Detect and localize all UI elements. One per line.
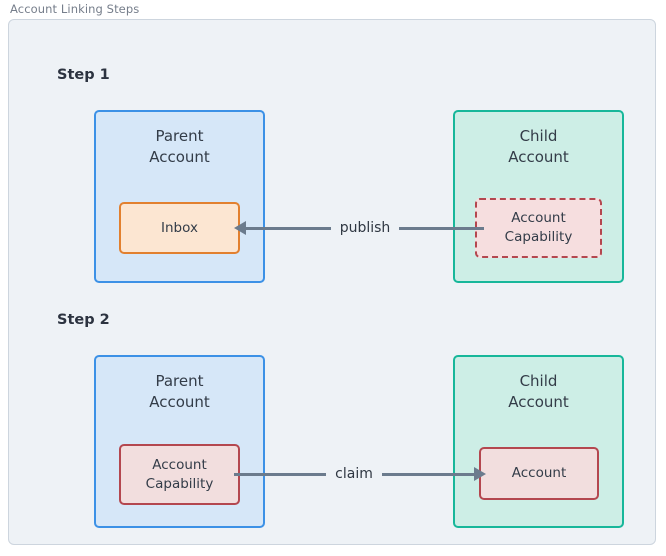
arrow-right-icon — [474, 467, 487, 481]
connector-line — [234, 472, 327, 476]
diagram-frame: Step 1 Parent Account Inbox Child Accoun… — [8, 19, 656, 545]
step-2-account-capability-box[interactable]: Account Capability — [119, 444, 240, 505]
step-1-connector-label: publish — [339, 220, 391, 236]
step-2-child-account-title: Child Account — [508, 372, 569, 411]
connector-line — [399, 226, 484, 230]
connector-line — [246, 226, 331, 230]
step-1-label: Step 1 — [57, 67, 110, 83]
step-1-account-capability-box[interactable]: Account Capability — [475, 198, 602, 258]
step-2-child-account-box[interactable]: Child Account — [453, 355, 624, 528]
step-2-claim-connector: claim — [234, 454, 487, 494]
step-1-inbox-box[interactable]: Inbox — [119, 202, 240, 254]
step-1-child-account-title: Child Account — [508, 127, 569, 166]
step-2-account-box[interactable]: Account — [479, 447, 599, 500]
step-2-connector-label: claim — [335, 466, 373, 482]
figure-caption: Account Linking Steps — [10, 2, 140, 16]
step-1-parent-account-title: Parent Account — [149, 127, 210, 166]
connector-line — [381, 472, 475, 476]
arrow-left-icon — [234, 221, 246, 235]
step-1-parent-account-box[interactable]: Parent Account — [94, 110, 265, 283]
step-2-parent-account-title: Parent Account — [149, 372, 210, 411]
step-1-publish-connector: publish — [234, 208, 484, 248]
step-2-label: Step 2 — [57, 312, 110, 328]
